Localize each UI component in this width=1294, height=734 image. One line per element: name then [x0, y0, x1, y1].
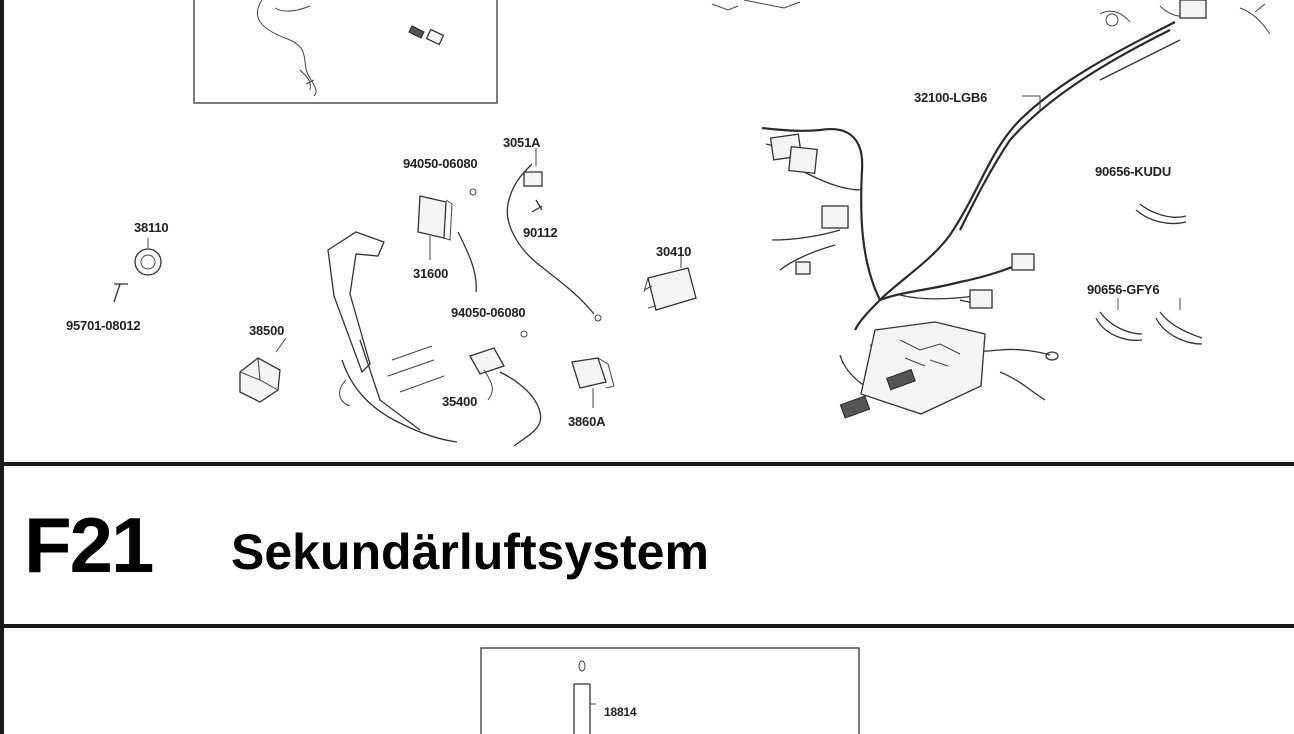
part-label-95701: 95701-08012 — [66, 318, 141, 333]
wiring-harness-diagram — [113, 0, 1271, 447]
section-title: Sekundärluftsystem — [231, 524, 709, 580]
section-divider-bottom — [0, 624, 1294, 628]
inset-box — [193, 0, 498, 104]
part-label-35400: 35400 — [442, 394, 478, 409]
part-label-94050-upper: 94050-06080 — [403, 156, 478, 171]
part-label-30410: 30410 — [656, 244, 692, 259]
part-label-38110: 38110 — [134, 220, 169, 235]
section-code: F21 — [24, 501, 154, 589]
part-label-32100: 32100-LGB6 — [914, 90, 988, 105]
part-label-90112: 90112 — [523, 225, 558, 240]
left-border — [0, 0, 4, 734]
part-label-18814: 18814 — [604, 705, 637, 719]
section-divider-top — [0, 462, 1294, 466]
part-label-3051a: 3051A — [503, 135, 541, 150]
part-label-38500: 38500 — [249, 323, 285, 338]
part-label-94050-lower: 94050-06080 — [451, 305, 526, 320]
part-label-90656-gfy6: 90656-GFY6 — [1087, 282, 1160, 297]
part-label-90656-kudu: 90656-KUDU — [1095, 164, 1172, 179]
part-label-3860a: 3860A — [568, 414, 606, 429]
secondary-air-inset-box — [480, 647, 860, 734]
part-label-31600: 31600 — [413, 266, 449, 281]
